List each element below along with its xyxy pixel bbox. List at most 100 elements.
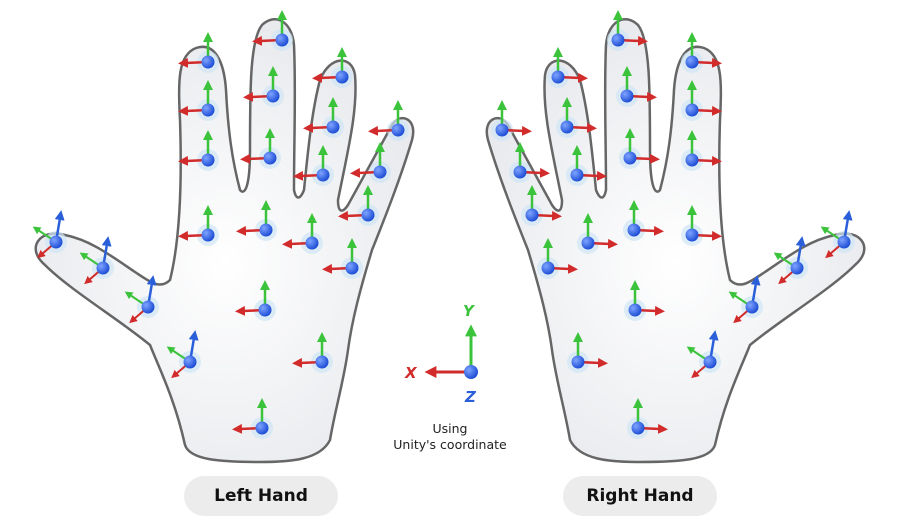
- right-joint: [509, 142, 550, 183]
- left-joint: [166, 330, 201, 379]
- joint-sphere: [837, 235, 851, 249]
- joint-sphere: [335, 70, 349, 84]
- joint-sphere: [201, 228, 215, 242]
- right-joint: [623, 200, 664, 241]
- left-joint: [322, 238, 363, 279]
- z-axis-label: Z: [465, 388, 476, 406]
- joint-sphere: [513, 165, 527, 179]
- joint-sphere: [258, 303, 272, 317]
- left-joint: [303, 97, 344, 138]
- left-joint: [293, 145, 334, 186]
- joint-sphere: [275, 33, 289, 47]
- left-joint: [235, 280, 276, 321]
- right-joint: [728, 275, 763, 324]
- left-joint: [240, 128, 281, 169]
- joint-sphere: [201, 103, 215, 117]
- left-hand-joints: [32, 10, 409, 439]
- joint-sphere: [96, 261, 110, 275]
- left-joint: [124, 275, 159, 324]
- joint-sphere: [685, 153, 699, 167]
- joint-sphere: [495, 123, 509, 137]
- joint-sphere: [525, 208, 539, 222]
- joint-sphere: [263, 151, 277, 165]
- right-joint: [616, 66, 657, 107]
- right-joint: [627, 398, 668, 439]
- right-hand-joints: [491, 10, 855, 439]
- left-joint: [282, 213, 323, 254]
- joint-sphere: [620, 89, 634, 103]
- joint-sphere: [627, 223, 641, 237]
- joint-sphere: [790, 261, 804, 275]
- joint-sphere: [315, 355, 329, 369]
- right-joint: [681, 130, 722, 171]
- right-joint: [577, 213, 618, 254]
- right-joint: [547, 47, 588, 88]
- joint-sphere: [581, 236, 595, 250]
- left-joint: [178, 80, 219, 121]
- joint-sphere: [373, 165, 387, 179]
- y-axis-label: Y: [463, 302, 474, 320]
- right-joint: [537, 238, 578, 279]
- right-joint: [686, 330, 721, 379]
- right-joint: [521, 185, 562, 226]
- joint-sphere: [628, 303, 642, 317]
- coordinate-caption-line2: Unity's coordinate: [393, 437, 507, 452]
- left-joint: [368, 100, 409, 141]
- joint-sphere: [255, 421, 269, 435]
- left-joint: [32, 210, 67, 259]
- right-joint: [681, 80, 722, 121]
- joint-sphere: [703, 355, 717, 369]
- joint-sphere: [316, 168, 330, 182]
- left-joint: [232, 398, 273, 439]
- joint-sphere: [685, 228, 699, 242]
- joint-sphere: [570, 168, 584, 182]
- coordinate-legend: [424, 324, 478, 379]
- right-hand-silhouette: [485, 18, 866, 464]
- joint-sphere: [571, 355, 585, 369]
- z-axis-joint-sphere: [464, 365, 478, 379]
- left-joint: [243, 66, 284, 107]
- joint-sphere: [259, 223, 273, 237]
- joint-sphere: [541, 261, 555, 275]
- joint-sphere: [551, 70, 565, 84]
- joint-sphere: [611, 33, 625, 47]
- joint-sphere: [623, 151, 637, 165]
- right-joint: [567, 332, 608, 373]
- left-joint: [292, 332, 333, 373]
- joint-sphere: [183, 355, 197, 369]
- left-joint: [236, 200, 277, 241]
- right-joint: [619, 128, 660, 169]
- left-joint: [252, 10, 293, 51]
- joint-sphere: [266, 89, 280, 103]
- left-joint: [178, 130, 219, 171]
- left-hand-label: Left Hand: [184, 476, 338, 516]
- joint-sphere: [345, 261, 359, 275]
- left-hand-silhouette: [34, 18, 415, 464]
- joint-sphere: [391, 123, 405, 137]
- right-joint: [820, 210, 855, 259]
- joint-sphere: [305, 236, 319, 250]
- coordinate-caption-line1: Using: [432, 421, 468, 436]
- joint-sphere: [745, 300, 759, 314]
- right-hand-label: Right Hand: [563, 476, 717, 516]
- joint-sphere: [560, 120, 574, 134]
- joint-sphere: [685, 103, 699, 117]
- left-joint: [79, 236, 114, 285]
- joint-sphere: [361, 208, 375, 222]
- joint-sphere: [326, 120, 340, 134]
- joint-sphere: [685, 55, 699, 69]
- joint-sphere: [631, 421, 645, 435]
- joint-sphere: [201, 55, 215, 69]
- joint-sphere: [201, 153, 215, 167]
- right-joint: [556, 97, 597, 138]
- right-joint: [491, 100, 532, 141]
- right-joint: [681, 32, 722, 73]
- right-joint: [607, 10, 648, 51]
- right-joint: [773, 236, 808, 285]
- right-joint: [624, 280, 665, 321]
- right-joint: [681, 205, 722, 246]
- left-joint: [178, 205, 219, 246]
- right-joint: [566, 145, 607, 186]
- left-joint: [312, 47, 353, 88]
